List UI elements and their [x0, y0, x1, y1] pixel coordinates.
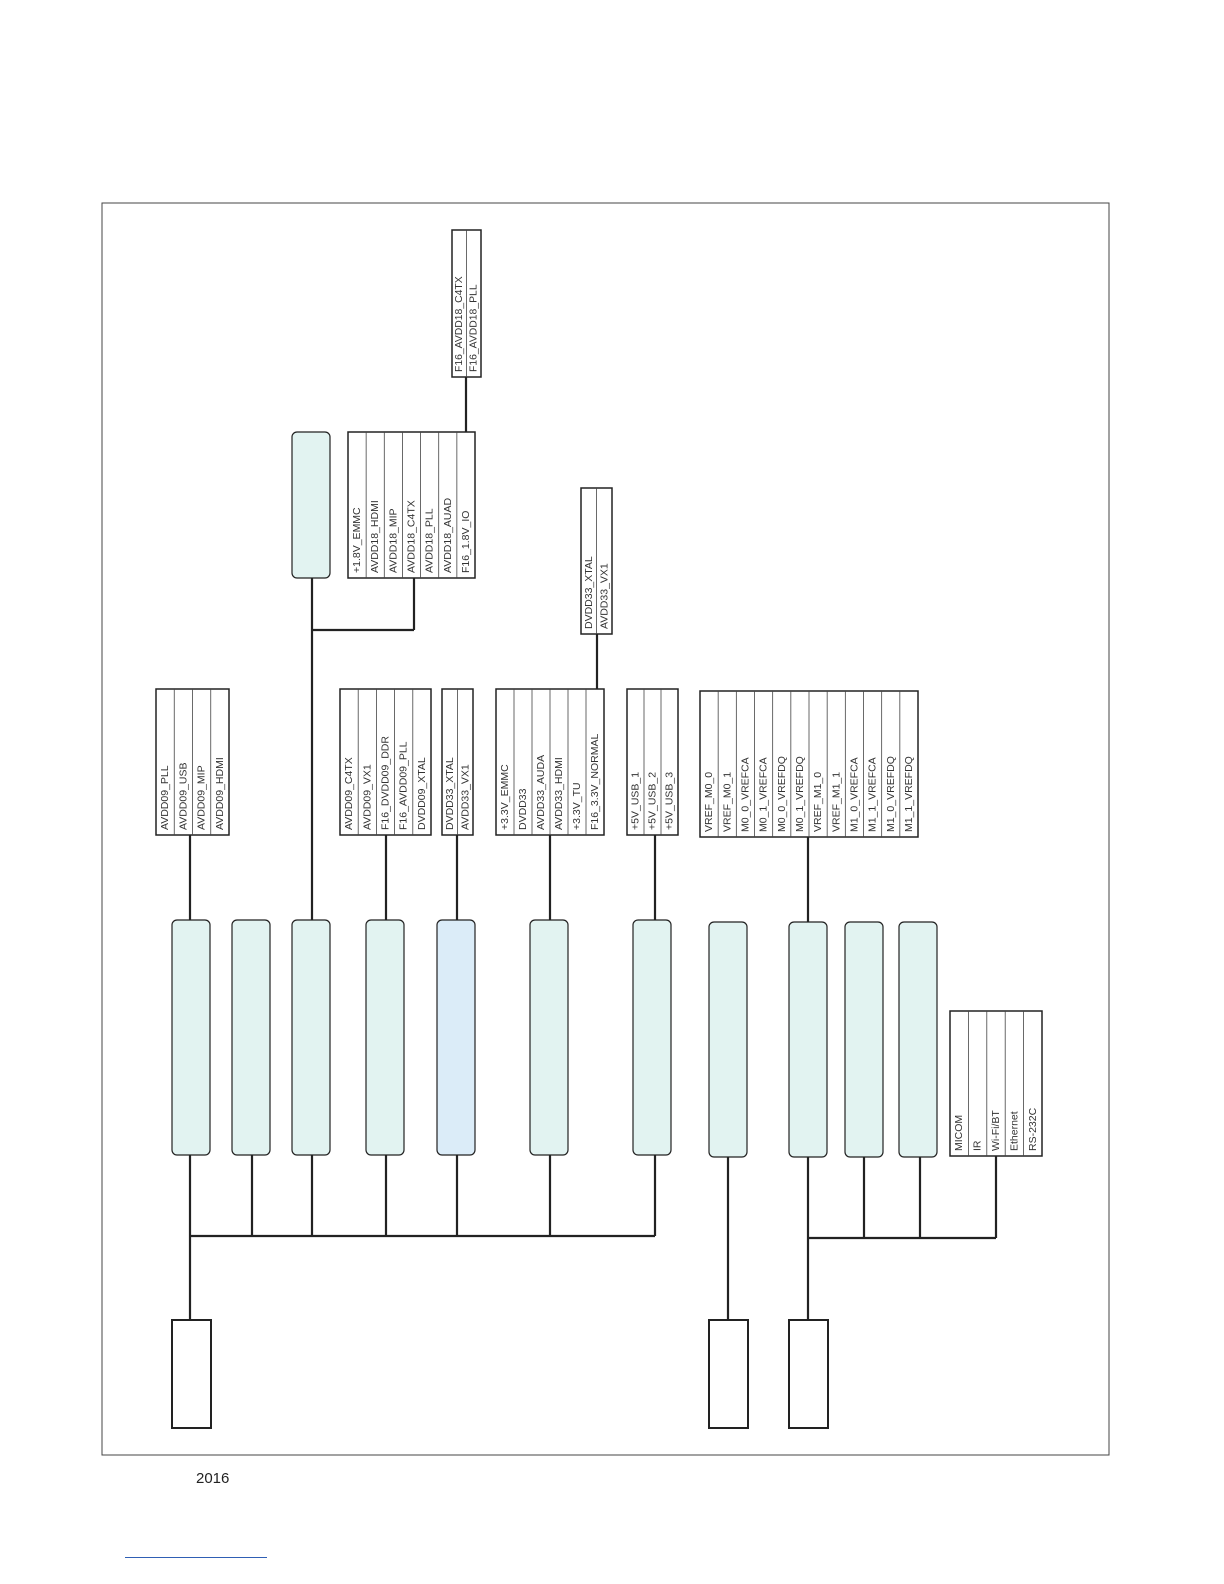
- rail-label: Wi-Fi/BT: [990, 1110, 1002, 1151]
- rail-label: AVDD09_PLL: [159, 765, 171, 830]
- rail-label: M0_0_VREFCA: [739, 757, 751, 832]
- rail-label: F16_1.8V_IO: [460, 511, 472, 573]
- regulator-block: [898, 921, 938, 1158]
- rail-label: +3.3V_TU: [571, 782, 583, 830]
- footer-year: 2016: [196, 1470, 230, 1487]
- rail-label: DVDD09_XTAL: [416, 757, 428, 830]
- regulator-block: [291, 919, 331, 1156]
- rail-label: DVDD33: [517, 788, 529, 830]
- rail-label: MICOM: [953, 1115, 965, 1151]
- regulator-block: [291, 431, 331, 579]
- source-box: [708, 1319, 749, 1429]
- rail-label: M1_0_VREFDQ: [885, 756, 897, 832]
- regulator-block: [844, 921, 884, 1158]
- rail-label: AVDD33_HDMI: [553, 757, 565, 830]
- rail-label: AVDD18_PLL: [424, 508, 436, 573]
- rail-label: VREF_M0_0: [703, 772, 715, 832]
- label-table: [339, 688, 432, 836]
- rail-label: F16_AVDD18_C4TX: [454, 276, 465, 372]
- rail-label: AVDD09_C4TX: [343, 757, 355, 830]
- rail-label: AVDD18_MIP: [387, 508, 399, 573]
- rail-label: AVDD33_VX1: [459, 764, 471, 830]
- rail-label: Ethernet: [1008, 1111, 1020, 1151]
- rail-label: VREF_M1_0: [812, 772, 824, 832]
- footer-rule: [125, 1557, 267, 1558]
- rail-label: RS-232C: [1027, 1107, 1039, 1151]
- regulator-block: [365, 919, 405, 1156]
- label-table: [949, 1010, 1043, 1157]
- rail-label: IR: [972, 1140, 984, 1151]
- diagram-frame: [101, 202, 1110, 1456]
- rail-label: F16_3.3V_NORMAL: [589, 734, 601, 830]
- rail-label: AVDD09_MIP: [196, 765, 208, 830]
- regulator-block: [632, 919, 672, 1156]
- rail-label: VREF_M1_1: [830, 772, 842, 832]
- rail-label: +3.3V_EMMC: [499, 764, 511, 830]
- rail-label: M0_1_VREFDQ: [794, 756, 806, 832]
- source-box: [788, 1319, 829, 1429]
- rail-label: M0_1_VREFCA: [758, 757, 770, 832]
- regulator-block: [231, 919, 271, 1156]
- rail-label: M0_0_VREFDQ: [776, 756, 788, 832]
- rail-label: M1_0_VREFCA: [848, 757, 860, 832]
- rail-label: AVDD33_VX1: [598, 563, 610, 629]
- rail-label: AVDD18_HDMI: [369, 500, 381, 573]
- rail-label: AVDD09_HDMI: [214, 757, 226, 830]
- rail-label: DVDD33_XTAL: [444, 757, 456, 830]
- rail-label: VREF_M0_1: [721, 772, 733, 832]
- regulator-block: [436, 919, 476, 1156]
- rail-label: AVDD09_VX1: [361, 764, 373, 830]
- rail-label: M1_1_VREFDQ: [903, 756, 915, 832]
- regulator-block: [708, 921, 748, 1158]
- label-table: [626, 688, 679, 836]
- rail-label: AVDD18_AUAD: [442, 497, 454, 573]
- regulator-block: [171, 919, 211, 1156]
- rail-label: F16_AVDD09_PLL: [398, 741, 410, 830]
- regulator-block: [529, 919, 569, 1156]
- rail-label: M1_1_VREFCA: [867, 757, 879, 832]
- rail-label: +5V_USB_3: [664, 772, 676, 830]
- rail-label: F16_AVDD18_PLL: [468, 284, 479, 372]
- label-table: [347, 431, 476, 579]
- regulator-block: [788, 921, 828, 1158]
- rail-label: AVDD18_C4TX: [406, 500, 418, 573]
- source-box: [171, 1319, 212, 1429]
- rail-label: +1.8V_EMMC: [351, 507, 363, 573]
- rail-label: +5V_USB_2: [647, 772, 659, 830]
- rail-label: +5V_USB_1: [630, 772, 642, 830]
- rail-label: AVDD33_AUDA: [535, 755, 547, 830]
- rail-label: F16_DVDD09_DDR: [380, 736, 392, 830]
- rail-label: DVDD33_XTAL: [583, 556, 595, 629]
- rail-label: AVDD09_USB: [177, 762, 189, 830]
